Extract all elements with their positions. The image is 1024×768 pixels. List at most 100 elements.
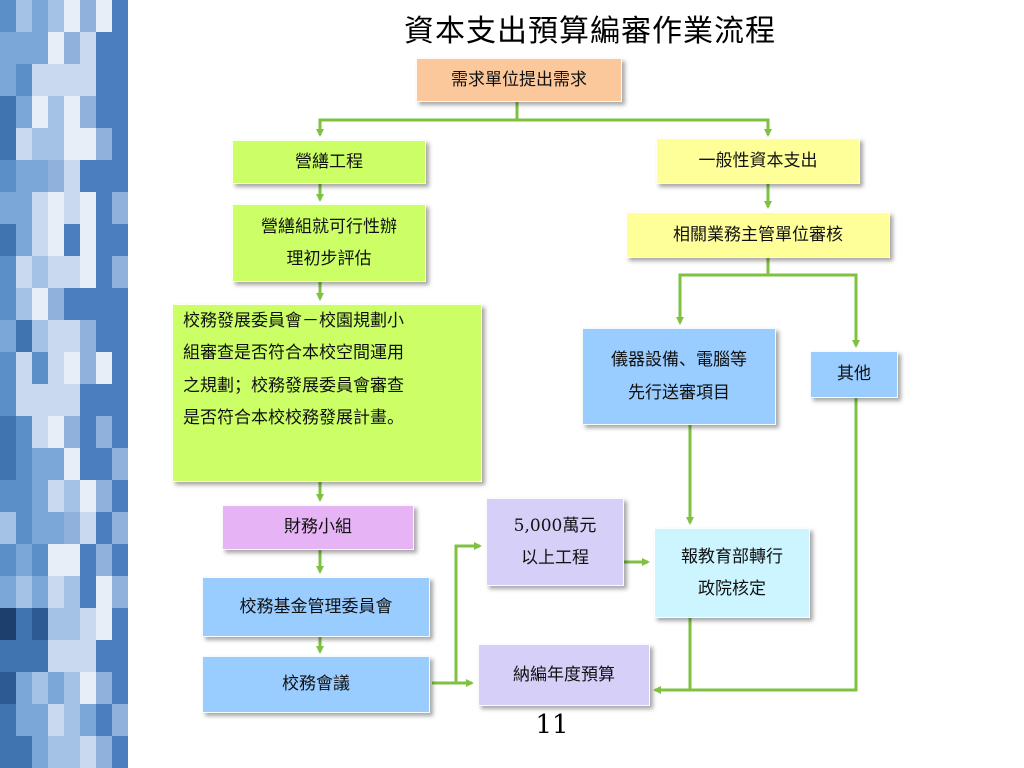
mosaic-tile	[96, 608, 112, 640]
mosaic-tile	[64, 640, 80, 672]
mosaic-tile	[80, 384, 96, 416]
mosaic-tile	[48, 448, 64, 480]
node-committee-line-3: 之規劃；校務發展委員會審查	[183, 375, 404, 396]
mosaic-tile	[0, 224, 16, 256]
mosaic-tile	[80, 192, 96, 224]
mosaic-tile	[112, 384, 128, 416]
mosaic-tile	[48, 704, 64, 736]
mosaic-tile	[32, 192, 48, 224]
mosaic-tile	[48, 160, 64, 192]
mosaic-tile	[112, 544, 128, 576]
mosaic-tile	[0, 384, 16, 416]
mosaic-tile	[80, 256, 96, 288]
mosaic-tile	[64, 480, 80, 512]
mosaic-tile	[112, 160, 128, 192]
mosaic-tile	[0, 64, 16, 96]
mosaic-tile	[16, 448, 32, 480]
mosaic-tile	[96, 384, 112, 416]
mosaic-tile	[64, 352, 80, 384]
mosaic-tile	[32, 736, 48, 768]
node-equipment-line-1: 儀器設備、電腦等	[611, 350, 747, 371]
mosaic-tile	[112, 480, 128, 512]
mosaic-tile	[96, 224, 112, 256]
node-committee-line-2: 組審查是否符合本校空間運用	[183, 343, 404, 364]
mosaic-tile	[32, 32, 48, 64]
mosaic-tile	[32, 320, 48, 352]
mosaic-tile	[48, 544, 64, 576]
mosaic-tile	[0, 480, 16, 512]
node-finance-group-label: 財務小組	[284, 517, 352, 538]
mosaic-tile	[96, 32, 112, 64]
mosaic-tile	[96, 544, 112, 576]
page-number: 11	[535, 710, 569, 740]
mosaic-tile	[96, 480, 112, 512]
mosaic-tile	[48, 288, 64, 320]
mosaic-tile	[32, 512, 48, 544]
mosaic-tile	[64, 672, 80, 704]
mosaic-tile	[0, 160, 16, 192]
mosaic-tile	[48, 416, 64, 448]
mosaic-tile	[112, 320, 128, 352]
mosaic-tile	[96, 96, 112, 128]
mosaic-tile	[80, 448, 96, 480]
mosaic-tile	[48, 128, 64, 160]
mosaic-tile	[16, 640, 32, 672]
mosaic-tile	[32, 128, 48, 160]
mosaic-tile	[0, 32, 16, 64]
mosaic-tile	[64, 96, 80, 128]
mosaic-tile	[112, 448, 128, 480]
mosaic-tile	[80, 544, 96, 576]
mosaic-tile	[96, 288, 112, 320]
mosaic-tile	[80, 224, 96, 256]
mosaic-tile	[0, 352, 16, 384]
mosaic-tile	[80, 32, 96, 64]
mosaic-tile	[112, 288, 128, 320]
mosaic-tile	[96, 160, 112, 192]
page-title: 資本支出預算編審作業流程	[404, 14, 776, 49]
mosaic-tile	[16, 480, 32, 512]
mosaic-tile	[112, 352, 128, 384]
node-equipment: 儀器設備、電腦等 先行送審項目	[582, 328, 776, 425]
mosaic-tile	[96, 704, 112, 736]
mosaic-tile	[32, 608, 48, 640]
mosaic-tile	[16, 160, 32, 192]
node-feasibility-line-1: 營繕組就可行性辦	[261, 216, 397, 237]
mosaic-tile	[112, 672, 128, 704]
mosaic-tile	[64, 192, 80, 224]
mosaic-tile	[64, 32, 80, 64]
mosaic-tile	[80, 288, 96, 320]
mosaic-tile	[0, 192, 16, 224]
mosaic-tile	[112, 32, 128, 64]
mosaic-tile	[32, 64, 48, 96]
mosaic-tile	[48, 480, 64, 512]
mosaic-tile	[64, 384, 80, 416]
mosaic-tile	[96, 416, 112, 448]
mosaic-tile	[64, 128, 80, 160]
mosaic-tile	[80, 480, 96, 512]
connector-report-to-budget	[653, 618, 692, 694]
node-construction-label: 營繕工程	[295, 151, 363, 172]
connector-request-to-general	[517, 118, 772, 137]
mosaic-tile	[64, 576, 80, 608]
mosaic-tile	[16, 0, 32, 32]
mosaic-tile	[0, 0, 16, 32]
mosaic-tile	[48, 192, 64, 224]
node-report-moe: 報教育部轉行 政院核定	[654, 528, 810, 618]
mosaic-tile	[80, 64, 96, 96]
mosaic-tile	[48, 608, 64, 640]
node-supervisor-review: 相關業務主管單位審核	[626, 212, 890, 258]
mosaic-tile	[16, 608, 32, 640]
mosaic-tile	[112, 0, 128, 32]
mosaic-tile	[80, 640, 96, 672]
mosaic-tile	[96, 128, 112, 160]
mosaic-tile	[112, 192, 128, 224]
decorative-side-strip	[0, 0, 128, 768]
mosaic-tile	[64, 160, 80, 192]
mosaic-tile	[80, 736, 96, 768]
mosaic-tile	[96, 64, 112, 96]
mosaic-tile	[48, 64, 64, 96]
mosaic-tile	[32, 576, 48, 608]
mosaic-tile	[64, 64, 80, 96]
mosaic-tile	[0, 736, 16, 768]
